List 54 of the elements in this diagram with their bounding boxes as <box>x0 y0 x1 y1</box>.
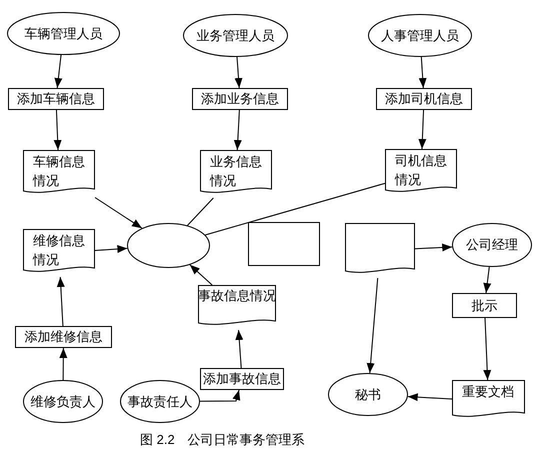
node-label: 人事管理人员 <box>381 28 459 44</box>
arrow <box>235 330 244 368</box>
node-label: 维修信息情况 <box>33 232 86 269</box>
node-label: 秘书 <box>355 386 381 402</box>
process-box <box>8 88 104 110</box>
arrow <box>418 56 427 88</box>
node-label: 车辆管理人员 <box>24 26 102 42</box>
arrow <box>94 245 128 253</box>
arrow <box>414 243 453 252</box>
arrow <box>234 56 242 88</box>
arrow <box>418 110 426 150</box>
node-label: 公司经理 <box>466 237 518 253</box>
arrow <box>366 278 378 374</box>
process-box <box>376 88 472 110</box>
ellipse-node <box>120 380 200 423</box>
process-box <box>192 88 288 110</box>
arrow <box>483 266 492 294</box>
node-label: 添加司机信息 <box>385 91 463 107</box>
node-label: 添加车辆信息 <box>17 91 95 107</box>
arrow <box>94 197 142 229</box>
node-label: 司机信息情况 <box>395 152 448 189</box>
arrow <box>483 318 492 380</box>
arrow <box>407 393 452 402</box>
connector-line <box>186 198 214 226</box>
node-label: 事故责任人 <box>128 394 192 410</box>
arrow <box>59 348 68 380</box>
ellipse-node <box>23 380 103 423</box>
node-label: 业务信息情况 <box>210 153 263 190</box>
arrow <box>234 110 242 150</box>
ellipse-node <box>328 373 408 416</box>
ellipse-node <box>452 223 532 267</box>
arrow <box>200 390 240 402</box>
ellipse-node <box>368 14 472 57</box>
process-box <box>15 326 112 348</box>
process-box <box>248 222 320 266</box>
connector-line <box>204 182 386 236</box>
node-label: 添加业务信息 <box>201 91 279 107</box>
process-box <box>452 293 517 318</box>
node-label: 车辆信息情况 <box>33 153 86 190</box>
node-label: 维修负责人 <box>30 394 96 410</box>
node-label: 添加维修信息 <box>24 329 102 345</box>
figure-caption: 图 2.2 公司日常事务管理系 <box>140 431 305 449</box>
node-label: 事故信息情况 <box>198 288 276 304</box>
arrow <box>56 276 65 326</box>
node-label: 重要文档 <box>462 383 514 401</box>
node-label: 批示 <box>472 298 498 314</box>
arrow <box>189 264 213 286</box>
arrow <box>54 110 62 150</box>
node-label: 添加事故信息 <box>203 371 281 387</box>
arrow <box>54 54 62 88</box>
ellipse-node <box>127 223 210 268</box>
ellipse-node <box>183 14 288 57</box>
ellipse-node <box>7 12 120 55</box>
node-label: 业务管理人员 <box>196 28 274 44</box>
